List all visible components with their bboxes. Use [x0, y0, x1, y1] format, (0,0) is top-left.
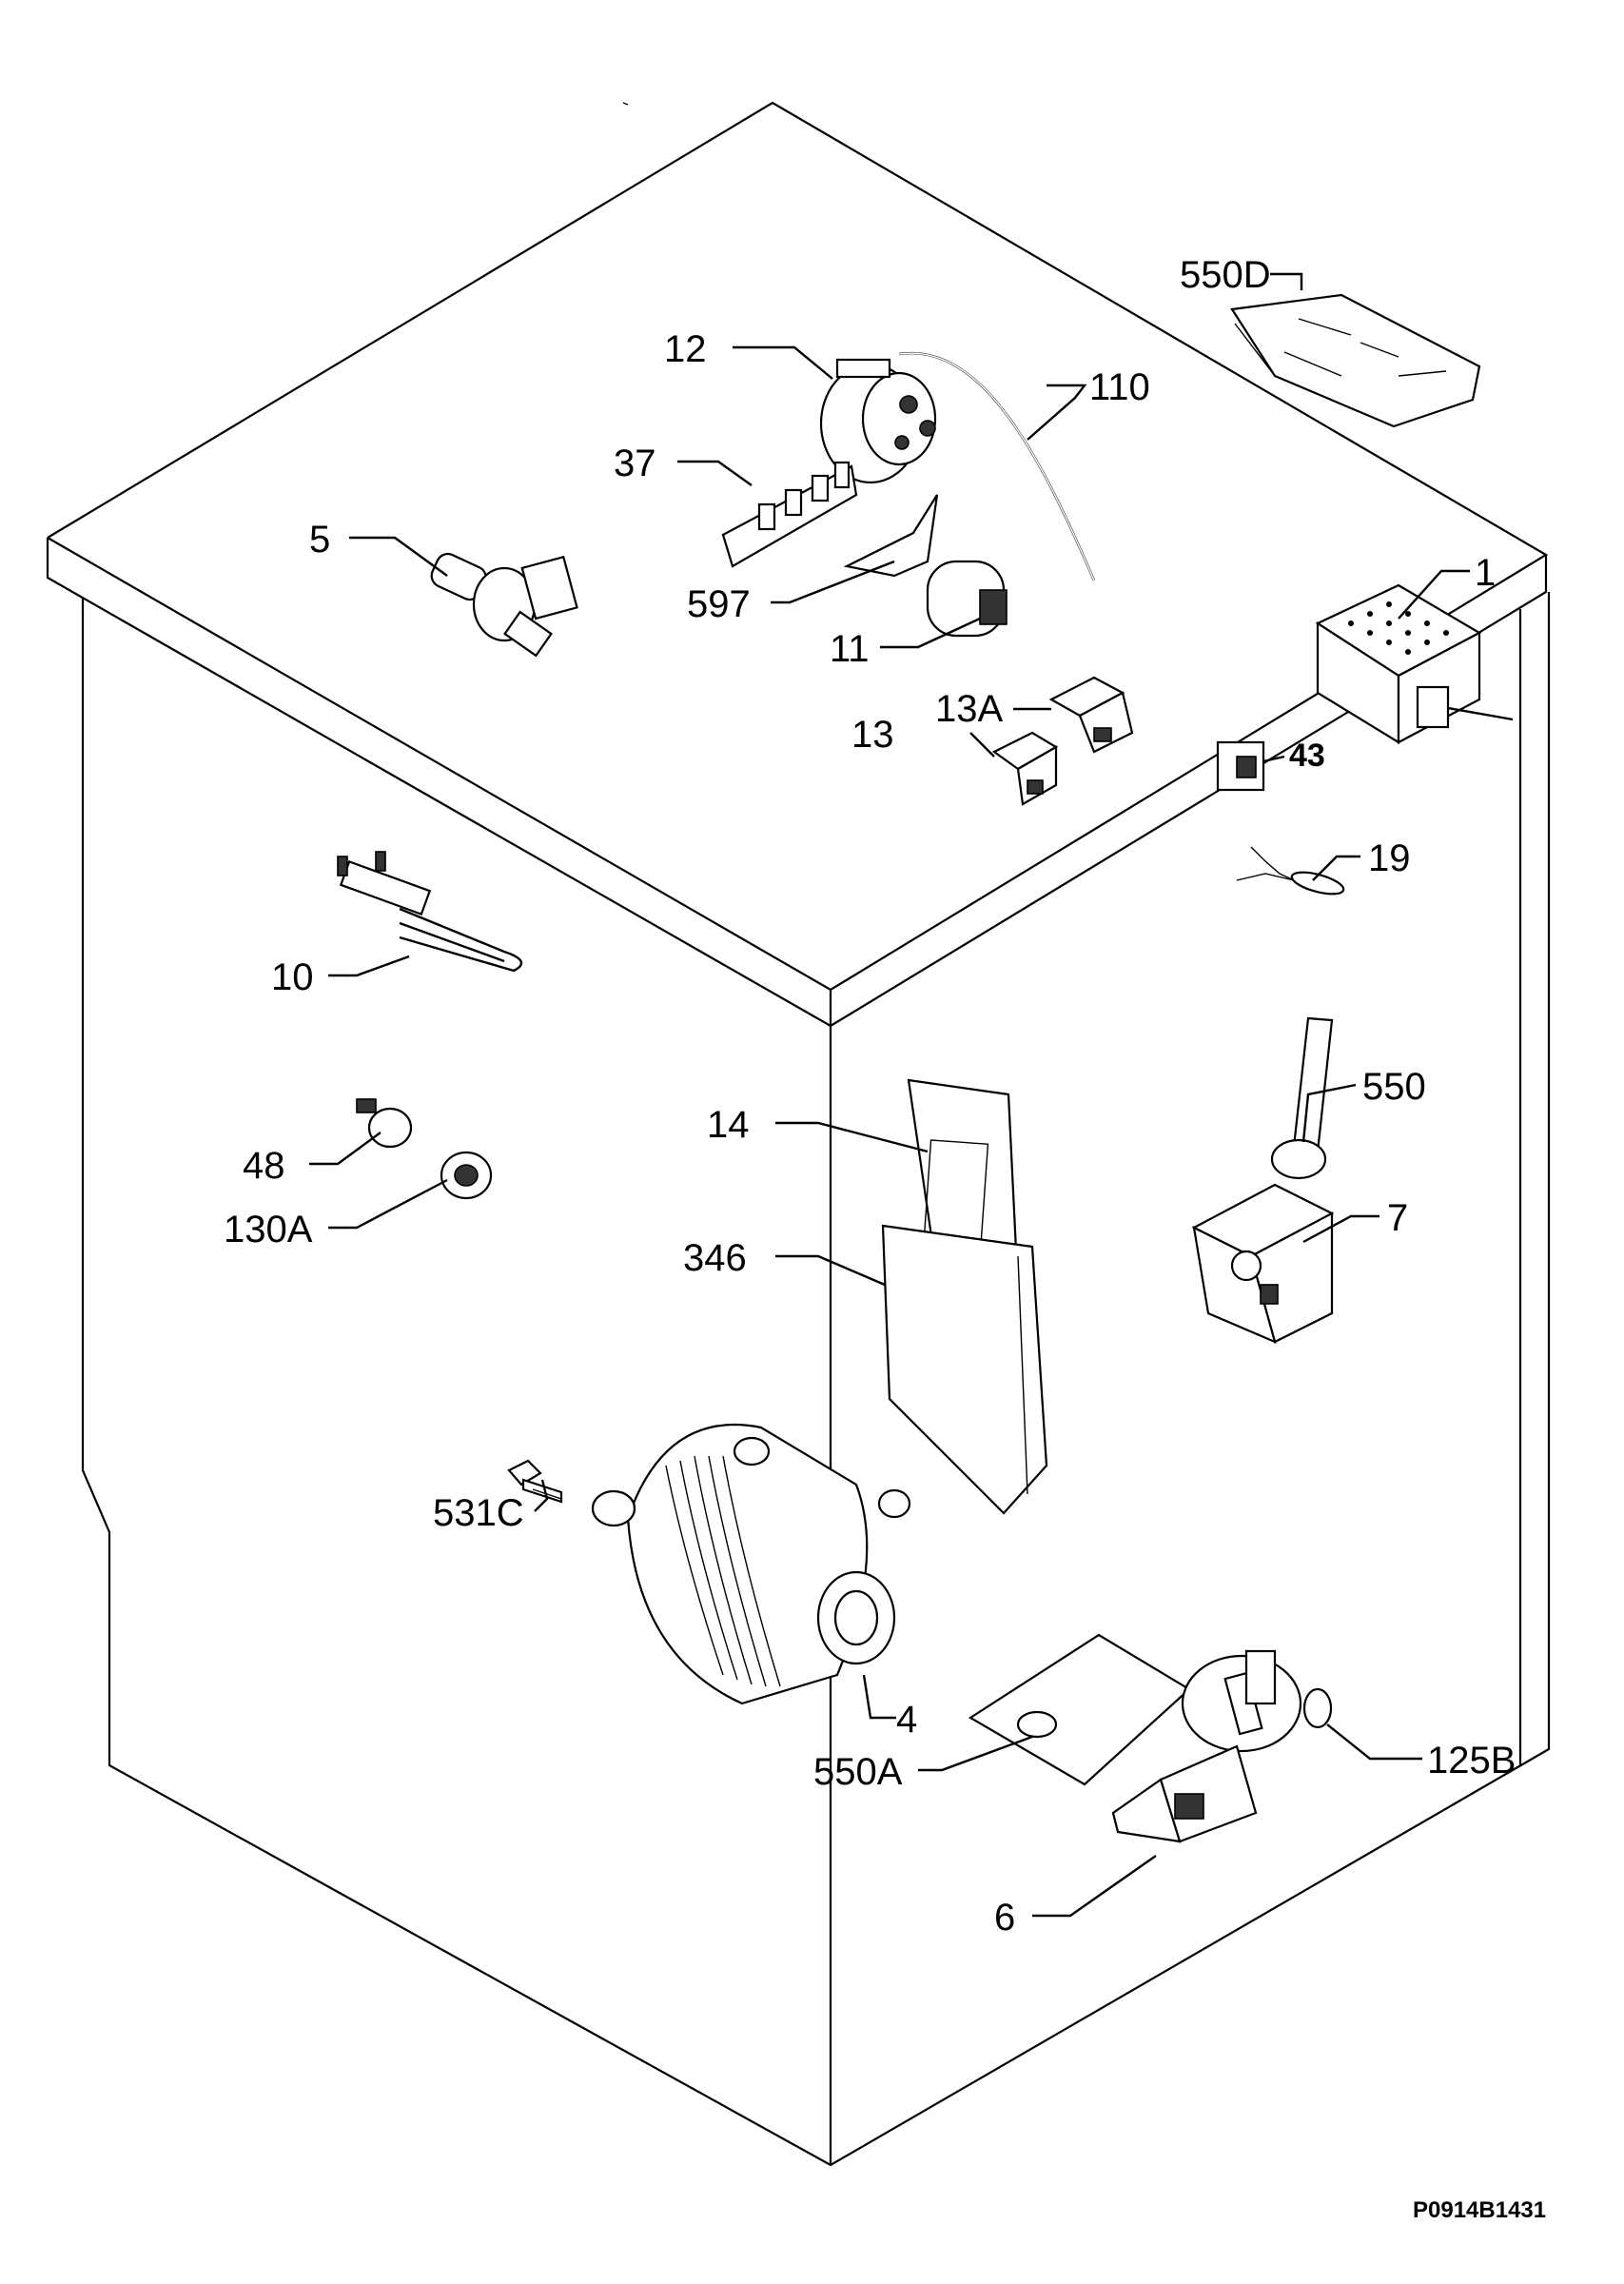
part-12-pressure-switch	[819, 358, 937, 484]
label-110: 110	[1089, 366, 1150, 408]
part-5-inlet-valve	[430, 552, 578, 658]
part-13-connector	[991, 731, 1059, 806]
label-43: 43	[1289, 738, 1325, 774]
part-19-sensor	[1236, 846, 1345, 896]
label-550a: 550A	[813, 1751, 903, 1793]
drawing-code: P0914B1431	[1413, 2197, 1546, 2223]
label-6: 6	[994, 1897, 1015, 1939]
label-10: 10	[271, 956, 314, 998]
part-37-terminal-block	[721, 461, 858, 568]
label-11: 11	[830, 628, 870, 670]
part-11-capacitor	[926, 560, 1008, 638]
label-5: 5	[309, 519, 330, 561]
cabinet-outline	[46, 101, 1551, 2167]
part-550-arm	[1270, 1016, 1334, 1180]
part-597-bracket	[843, 494, 939, 578]
leader-lines	[309, 272, 1470, 1918]
label-12: 12	[664, 328, 707, 370]
label-597: 597	[687, 583, 751, 625]
part-110-hose	[898, 351, 1096, 581]
part-43-door-lock	[1216, 740, 1285, 792]
part-labels: 550D 12 110 37 5 597 11 1 13A 13 43 19 1…	[224, 254, 1516, 1939]
part-125b-gasket	[1302, 1687, 1333, 1729]
label-346: 346	[683, 1237, 747, 1279]
label-130a: 130A	[224, 1209, 313, 1250]
part-6-drain-pump	[1111, 1649, 1302, 1843]
label-531c: 531C	[433, 1492, 524, 1534]
part-130a-ring	[440, 1151, 493, 1200]
part-4-motor	[591, 1423, 911, 1705]
label-37: 37	[614, 443, 656, 484]
label-4: 4	[896, 1699, 917, 1741]
label-48: 48	[243, 1145, 285, 1187]
part-1-programme-timer	[1315, 583, 1514, 744]
label-1: 1	[1475, 552, 1496, 594]
label-550d: 550D	[1180, 254, 1271, 296]
part-48-indicator	[356, 1098, 413, 1149]
label-550: 550	[1362, 1066, 1426, 1108]
label-7: 7	[1387, 1197, 1408, 1239]
label-14: 14	[707, 1104, 750, 1146]
part-346-detergent-drawer	[881, 1224, 1048, 1515]
label-13: 13	[851, 714, 894, 756]
part-7-module	[1191, 1183, 1335, 1344]
part-550a-cover	[968, 1633, 1191, 1786]
part-531c-bolt	[507, 1459, 563, 1504]
label-13a: 13A	[935, 688, 1003, 730]
label-19: 19	[1368, 837, 1411, 879]
label-125b: 125B	[1427, 1740, 1516, 1782]
part-10-heating-element	[337, 851, 523, 973]
part-13a-connector	[1048, 676, 1134, 754]
part-550d-cover	[1230, 293, 1481, 428]
